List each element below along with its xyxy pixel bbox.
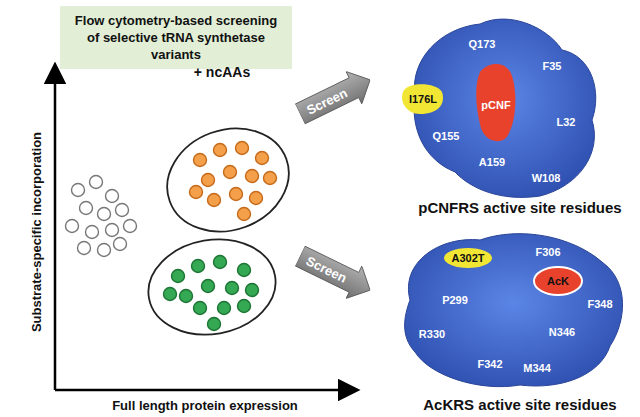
cell-dot: [164, 288, 177, 301]
residue-label: F35: [543, 60, 562, 72]
title-box: Flow cytometry-based screening of select…: [60, 6, 292, 69]
cell-dot: [202, 280, 215, 293]
residue-label: F348: [587, 298, 612, 310]
cell-dot: [116, 204, 129, 217]
cell-dot: [230, 188, 243, 201]
cell-dot: [224, 166, 237, 179]
gate-ellipse: [153, 112, 304, 248]
cell-dot: [238, 264, 251, 277]
axis-label: Full length protein expression: [112, 398, 298, 413]
cell-dot: [192, 260, 205, 273]
residue-label: M344: [523, 362, 551, 374]
cell-dot: [80, 202, 93, 215]
cell-dot: [98, 244, 111, 257]
cell-dot: [246, 284, 259, 297]
cell-dot: [238, 300, 251, 313]
residue-label: F306: [535, 246, 560, 258]
figure-caption: pCNFRS active site residues: [418, 199, 621, 216]
cell-dot: [238, 208, 251, 221]
arrow-body: [292, 240, 378, 307]
cell-dot: [218, 302, 231, 315]
cell-dot: [106, 190, 119, 203]
residue-label: Q173: [469, 38, 496, 50]
cell-dot: [66, 220, 79, 233]
cell-dot: [98, 208, 111, 221]
protein-surface: [405, 234, 623, 387]
residue-label: A302T: [451, 252, 484, 264]
cell-dot: [180, 290, 193, 303]
title-text: Flow cytometry-based screening of select…: [70, 12, 282, 63]
residue-label: R330: [419, 328, 445, 340]
cell-dot: [78, 242, 91, 255]
residue-label: N346: [549, 326, 575, 338]
cell-dots: [66, 142, 277, 331]
cell-dot: [114, 238, 127, 251]
protein-surface: [402, 19, 596, 197]
cell-dot: [124, 220, 137, 233]
cell-dot: [202, 174, 215, 187]
x-axis: [55, 389, 356, 392]
residue-label: AcK: [547, 275, 569, 287]
cell-dot: [208, 318, 221, 331]
residue-label: pCNF: [481, 99, 510, 111]
cell-dot: [194, 154, 207, 167]
cell-dot: [172, 270, 185, 283]
cell-dot: [86, 226, 99, 239]
residue-label: I176L: [409, 93, 437, 105]
cell-dot: [194, 302, 207, 315]
residue-label: W108: [532, 172, 561, 184]
axis-label: Substrate-specific incorporation: [29, 132, 44, 332]
gate-ellipse: [141, 230, 283, 345]
cell-dot: [214, 144, 227, 157]
screen-arrow: Screen: [292, 240, 378, 307]
residue-label: L32: [557, 116, 576, 128]
residue-label: F342: [477, 358, 502, 370]
cell-dot: [106, 224, 119, 237]
cell-dot: [226, 282, 239, 295]
cell-dot: [246, 170, 259, 183]
screen-arrow: Screen: [292, 64, 378, 131]
axis-label: + ncAAs: [194, 64, 250, 80]
cell-dot: [214, 256, 227, 269]
cell-dot: [72, 184, 85, 197]
cell-dot: [256, 152, 269, 165]
residue-label: A159: [479, 156, 505, 168]
cell-dot: [236, 142, 249, 155]
figure-caption: AcKRS active site residues: [423, 396, 616, 413]
residue-label: P299: [442, 294, 468, 306]
residue-label: Q155: [433, 130, 460, 142]
arrow-body: [292, 64, 378, 131]
cell-dot: [264, 172, 277, 185]
cell-dot: [190, 186, 203, 199]
y-axis: [54, 66, 57, 390]
cell-dot: [90, 176, 103, 189]
cell-dot: [250, 192, 263, 205]
cell-dot: [208, 194, 221, 207]
